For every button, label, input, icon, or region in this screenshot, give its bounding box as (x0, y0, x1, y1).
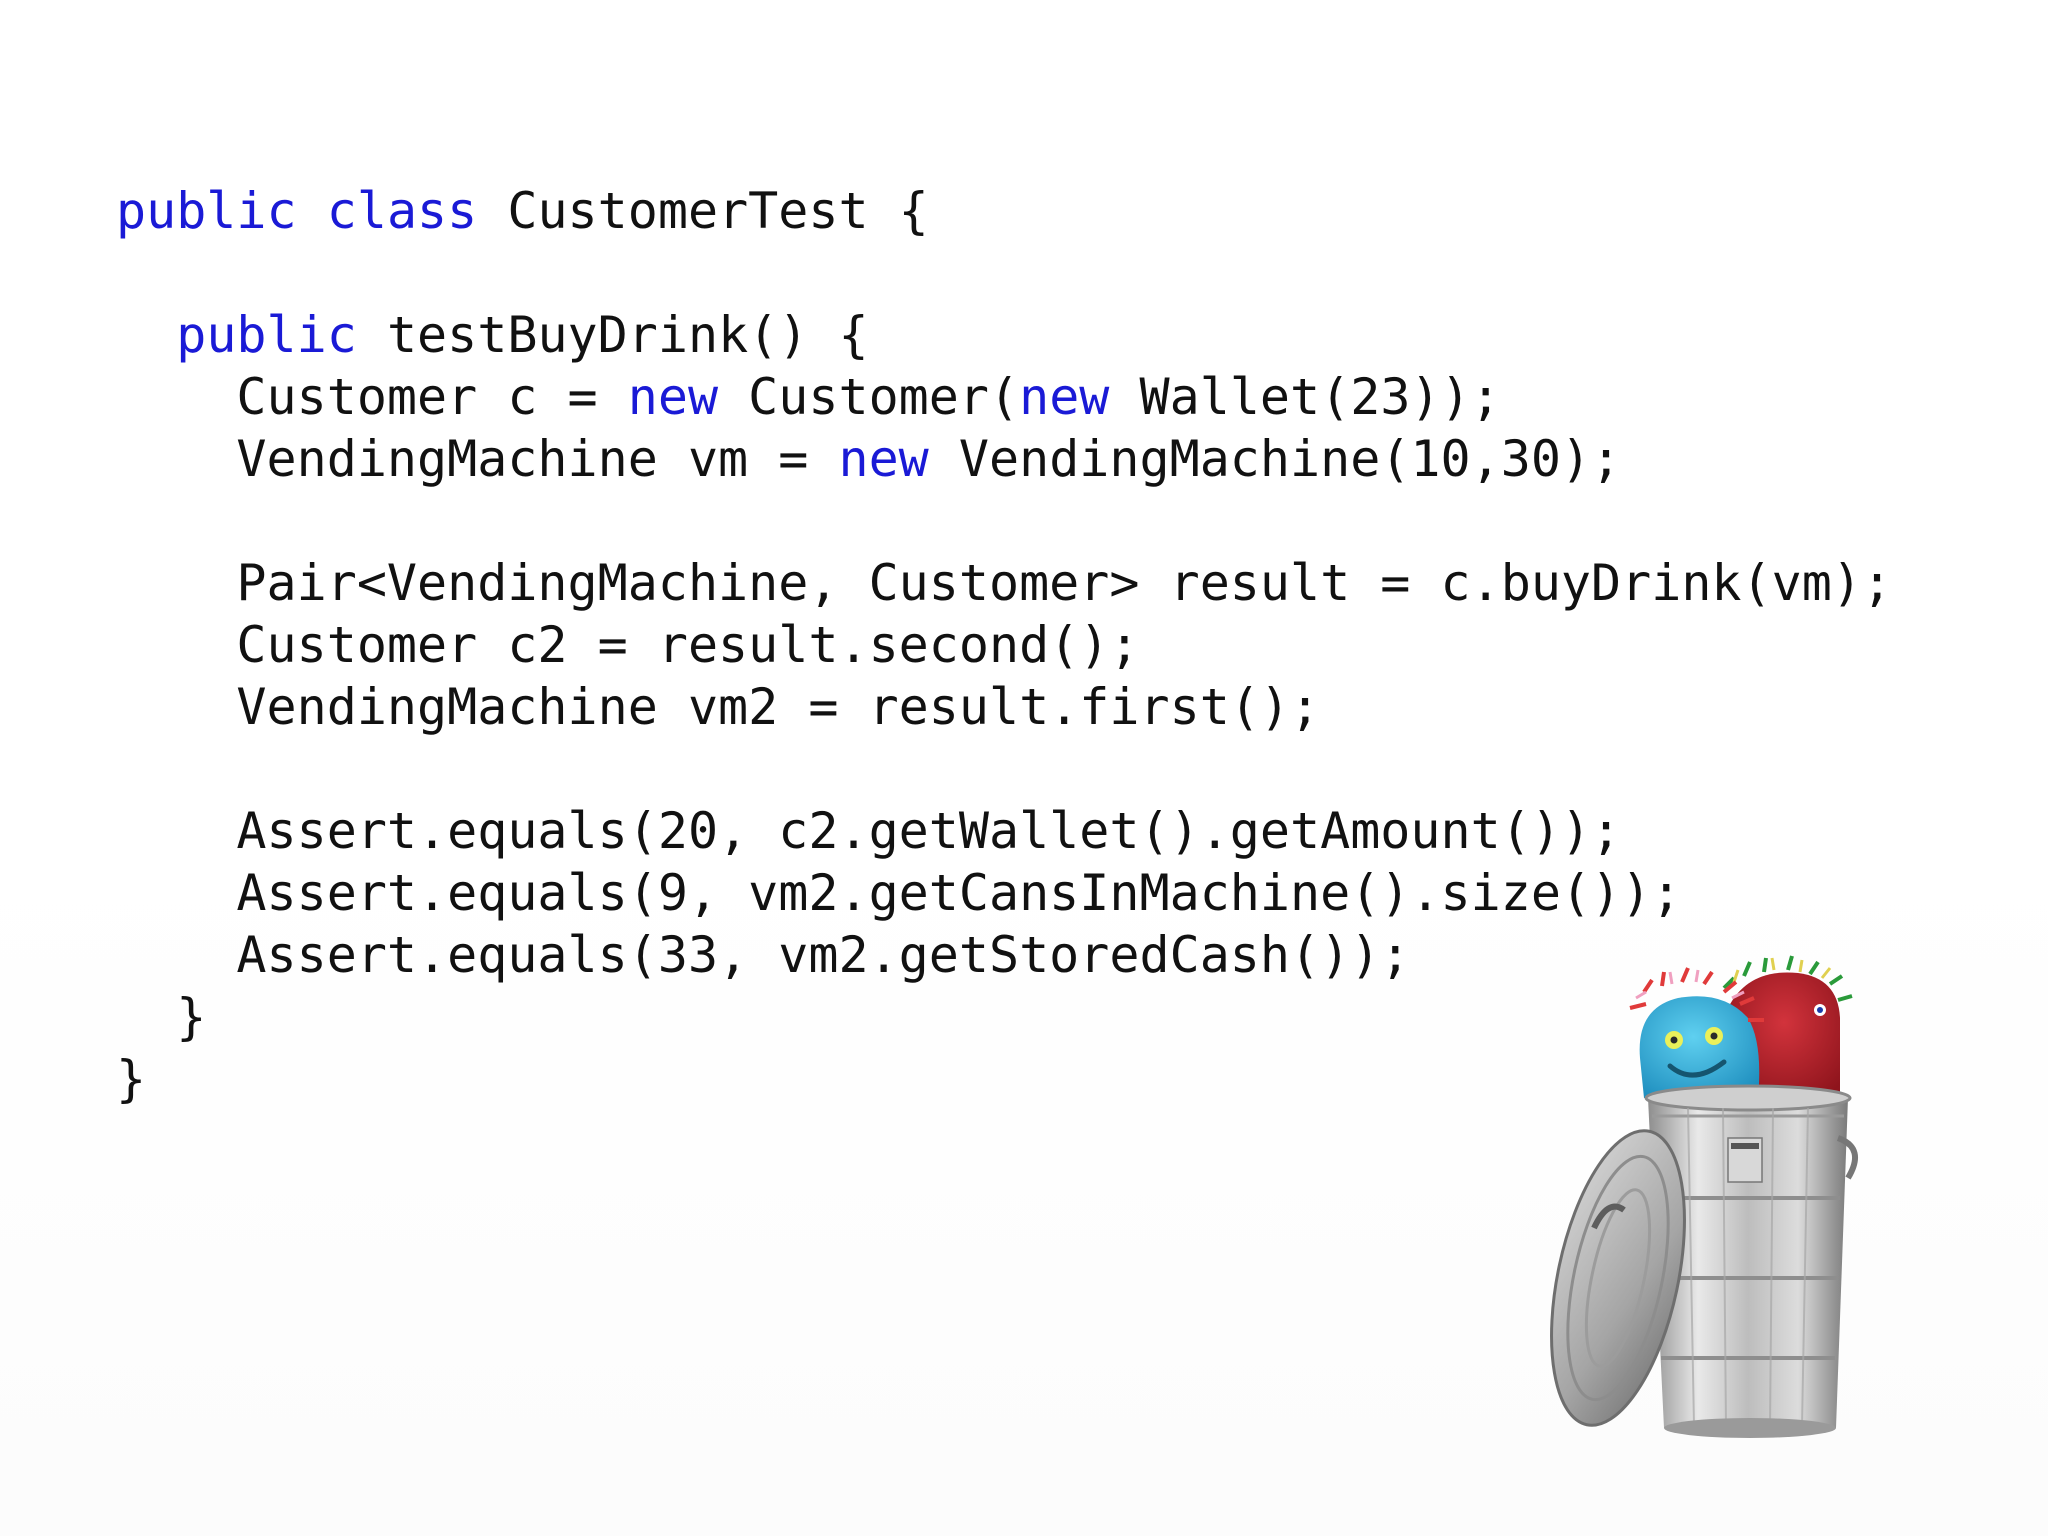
trash-can-lid (1550, 1129, 1686, 1427)
code-text: } (116, 988, 207, 1046)
code-keyword: new (627, 368, 719, 426)
code-line (116, 490, 1892, 552)
code-line (116, 242, 1892, 304)
code-text: VendingMachine(10,30); (928, 430, 1622, 488)
code-block: public class CustomerTest { public testB… (116, 180, 1892, 1110)
code-text: Customer c2 = result.second(); (116, 616, 1140, 674)
trash-can (1644, 1084, 1859, 1438)
code-line: Assert.equals(33, vm2.getStoredCash()); (116, 924, 1892, 986)
code-line: VendingMachine vm = new VendingMachine(1… (116, 428, 1892, 490)
code-text: Wallet(23)); (1109, 368, 1501, 426)
code-keyword: new (1019, 368, 1110, 426)
code-line: Pair<VendingMachine, Customer> result = … (116, 552, 1892, 614)
code-line: public testBuyDrink() { (116, 304, 1892, 366)
code-line (116, 738, 1892, 800)
code-line: public class CustomerTest { (116, 180, 1892, 242)
code-line: Assert.equals(9, vm2.getCansInMachine().… (116, 862, 1892, 924)
code-text (116, 306, 176, 364)
code-line: Assert.equals(20, c2.getWallet().getAmou… (116, 800, 1892, 862)
code-text: Assert.equals(20, c2.getWallet().getAmou… (116, 802, 1622, 860)
code-text: } (116, 1050, 147, 1108)
code-line: Customer c2 = result.second(); (116, 614, 1892, 676)
code-text: Pair<VendingMachine, Customer> result = … (116, 554, 1893, 612)
code-text: Assert.equals(33, vm2.getStoredCash()); (116, 926, 1411, 984)
code-text: Customer c = (116, 368, 628, 426)
code-text: Assert.equals(9, vm2.getCansInMachine().… (116, 864, 1682, 922)
code-text: VendingMachine vm = (116, 430, 839, 488)
code-line: VendingMachine vm2 = result.first(); (116, 676, 1892, 738)
code-keyword: new (838, 430, 929, 488)
code-keyword: public (116, 182, 297, 240)
code-line: } (116, 1048, 1892, 1110)
code-line: } (116, 986, 1892, 1048)
code-keyword: public (176, 306, 357, 364)
code-keyword: class (326, 182, 478, 240)
code-line: Customer c = new Customer(new Wallet(23)… (116, 366, 1892, 428)
blue-sock-puppet (1629, 967, 1764, 1098)
code-text: VendingMachine vm2 = result.first(); (116, 678, 1321, 736)
code-text: Customer( (718, 368, 1020, 426)
code-text: CustomerTest { (477, 182, 929, 240)
code-text: testBuyDrink() { (356, 306, 869, 364)
trash-can-with-sock-puppets-icon (1550, 955, 1859, 1438)
code-text (297, 182, 327, 240)
